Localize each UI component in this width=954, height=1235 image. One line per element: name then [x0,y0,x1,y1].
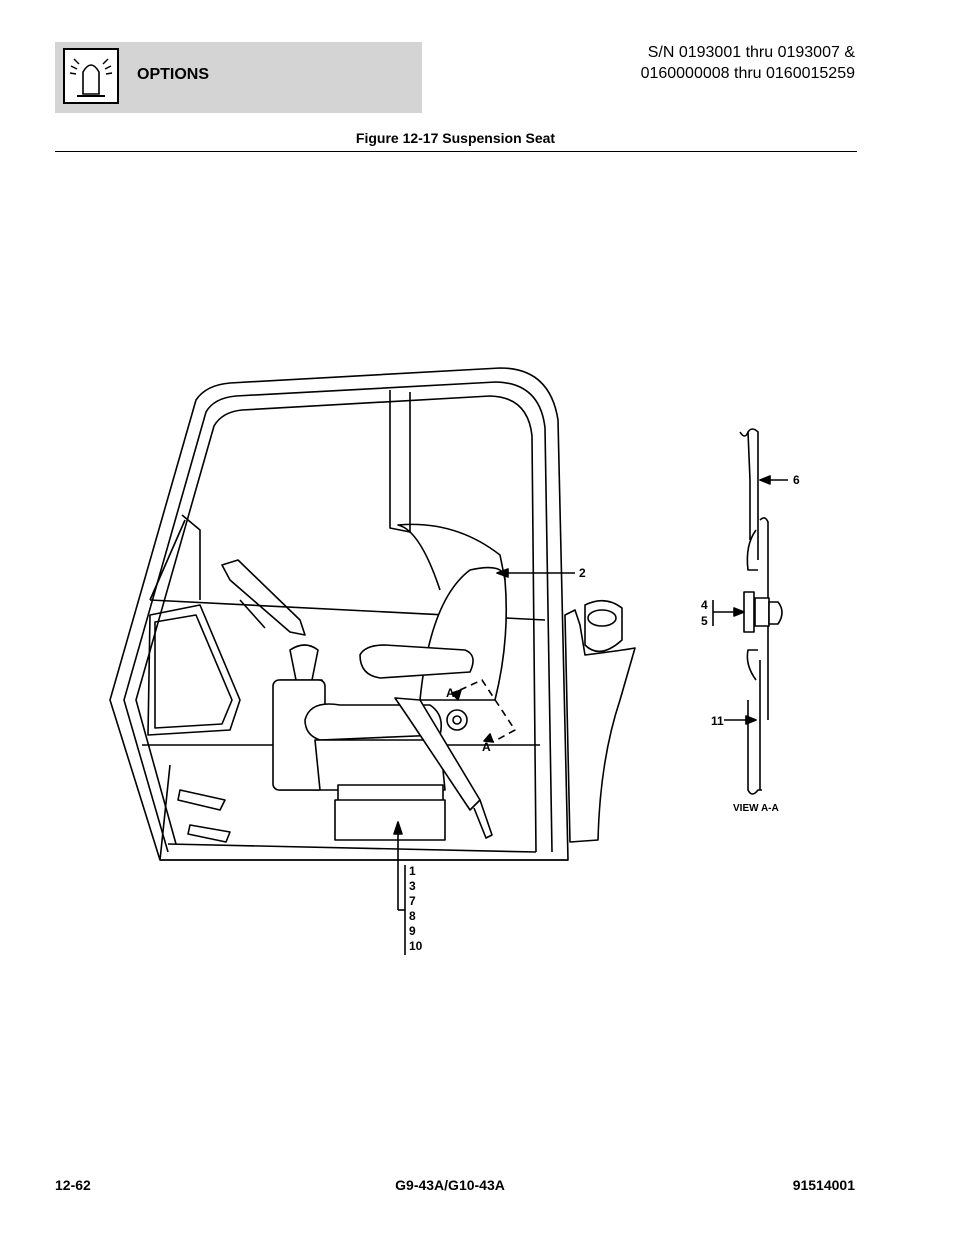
model-number: G9-43A/G10-43A [395,1177,505,1193]
section-marker-a-bottom: A [482,740,491,754]
document-number: 91514001 [792,1177,855,1193]
section-marker-a-top: A [446,686,455,700]
serial-range: S/N 0193001 thru 0193007 & 0160000008 th… [641,42,855,84]
page-number: 12-62 [55,1177,91,1193]
callout-4: 4 [701,598,708,612]
beacon-light-icon [63,48,119,104]
callout-7: 7 [409,894,416,908]
callout-8: 8 [409,909,416,923]
serial-line-1: S/N 0193001 thru 0193007 & [647,44,855,61]
callout-10: 10 [409,939,423,953]
callout-6: 6 [793,473,800,487]
callout-3: 3 [409,879,416,893]
callout-2: 2 [579,566,586,580]
callout-9: 9 [409,924,416,938]
view-label: VIEW A-A [733,803,779,814]
callout-stack: 1 3 7 8 9 10 [409,864,422,954]
section-title: OPTIONS [137,66,210,83]
header-rule [55,151,857,152]
callout-1: 1 [409,864,416,878]
callout-11: 11 [711,714,724,728]
callout-5: 5 [701,614,708,628]
figure-title: Figure 12-17 Suspension Seat [355,130,556,146]
serial-line-2: 0160000008 thru 0160015259 [640,65,855,82]
